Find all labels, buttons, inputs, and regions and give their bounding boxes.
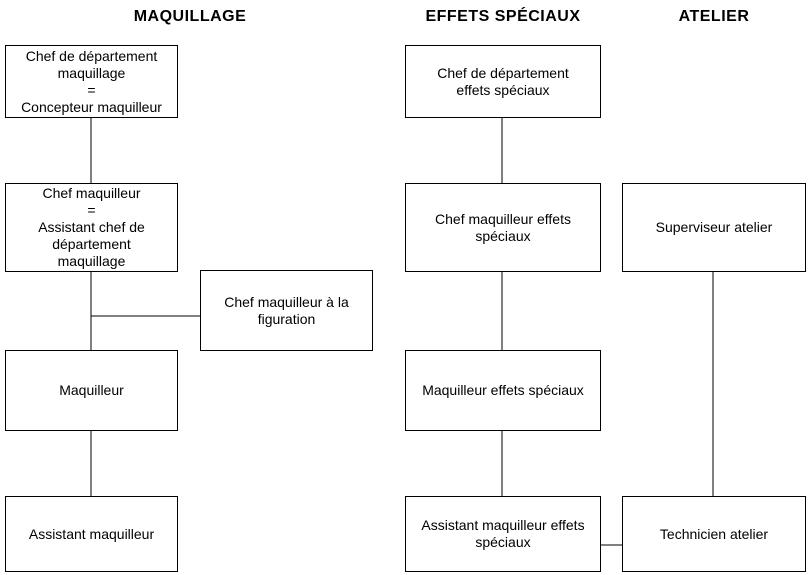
box-makeup-chief: Chef maquilleur = Assistant chef de dépa… (5, 183, 178, 272)
box-label: Chef de département effets spéciaux (437, 64, 569, 98)
box-sfx-artist: Maquilleur effets spéciaux (405, 350, 601, 431)
header-sfx: EFFETS SPÉCIAUX (425, 8, 581, 25)
box-label: Chef maquilleur effets spéciaux (435, 210, 571, 244)
box-label: Maquilleur (59, 382, 124, 398)
header-makeup: MAQUILLAGE (133, 8, 247, 25)
box-label: Chef de département maquillage = Concept… (21, 47, 162, 115)
box-label: Chef maquilleur à la figuration (224, 293, 349, 327)
box-workshop-supervisor: Superviseur atelier (622, 183, 806, 272)
box-label: Assistant maquilleur (28, 525, 155, 542)
box-label: Assistant maquilleur effets spéciaux (421, 517, 585, 550)
header-workshop: ATELIER (678, 8, 750, 25)
box-makeup-artist: Maquilleur (5, 350, 178, 431)
box-sfx-chief: Chef maquilleur effets spéciaux (405, 183, 601, 272)
box-makeup-department-head: Chef de département maquillage = Concept… (5, 45, 178, 118)
box-label: Superviseur atelier (655, 219, 773, 235)
box-sfx-assistant: Assistant maquilleur effets spéciaux (405, 496, 601, 572)
box-makeup-extras-chief: Chef maquilleur à la figuration (200, 270, 373, 351)
box-makeup-assistant: Assistant maquilleur (5, 496, 178, 572)
box-sfx-department-head: Chef de département effets spéciaux (405, 45, 601, 118)
box-label: Maquilleur effets spéciaux (422, 382, 584, 398)
box-workshop-technician: Technicien atelier (622, 496, 806, 572)
box-label: Chef maquilleur = Assistant chef de dépa… (38, 185, 145, 269)
box-label: Technicien atelier (659, 525, 769, 542)
